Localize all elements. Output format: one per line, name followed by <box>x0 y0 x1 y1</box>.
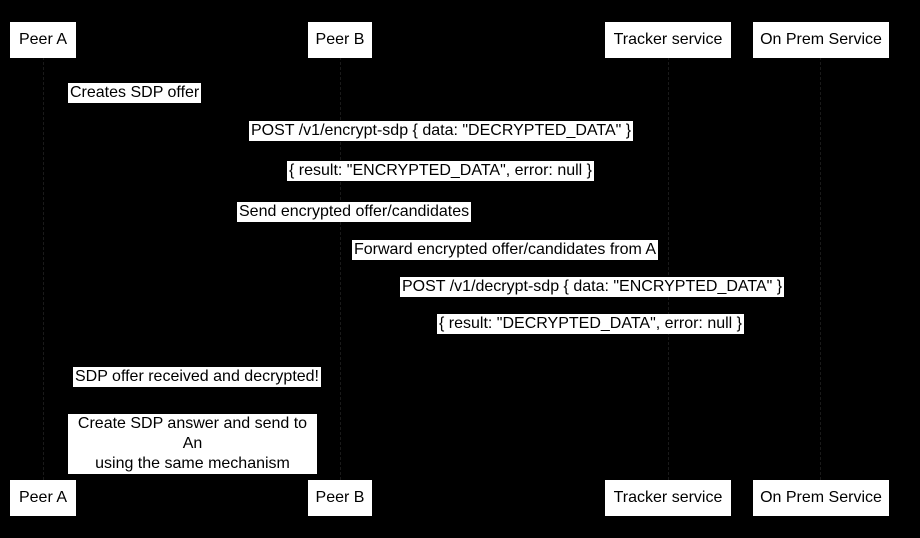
actor-label: Peer A <box>18 31 68 48</box>
message-post-decrypt-sdp: POST /v1/decrypt-sdp { data: "ENCRYPTED_… <box>400 277 785 297</box>
actor-bottom-peer-a: Peer A <box>10 480 76 516</box>
message-decrypt-result: { result: "DECRYPTED_DATA", error: null … <box>437 314 745 334</box>
actor-top-tracker-service: Tracker service <box>605 22 731 58</box>
actor-top-peer-a: Peer A <box>10 22 76 58</box>
actor-label: Tracker service <box>613 31 723 48</box>
actor-bottom-tracker-service: Tracker service <box>605 480 731 516</box>
lifeline-peer-a <box>43 57 44 480</box>
message-encrypt-result: { result: "ENCRYPTED_DATA", error: null … <box>287 161 595 181</box>
message-post-encrypt-sdp: POST /v1/encrypt-sdp { data: "DECRYPTED_… <box>249 121 634 141</box>
actor-label: Peer B <box>315 489 365 506</box>
lifeline-tracker-service <box>668 57 669 480</box>
lifeline-peer-b <box>340 57 341 480</box>
message-creates-sdp-offer: Creates SDP offer <box>68 83 202 103</box>
note-create-sdp-answer: Create SDP answer and send to An using t… <box>68 414 317 474</box>
note-line-2: using the same mechanism <box>95 455 290 472</box>
actor-top-on-prem-service: On Prem Service <box>753 22 889 58</box>
message-send-encrypted-offer: Send encrypted offer/candidates <box>237 202 472 222</box>
actor-label: Peer B <box>315 31 365 48</box>
note-line-1: Create SDP answer and send to An <box>77 415 308 452</box>
actor-label: On Prem Service <box>760 31 882 48</box>
lifeline-on-prem-service <box>820 57 821 480</box>
message-forward-encrypted-offer: Forward encrypted offer/candidates from … <box>352 240 659 260</box>
message-sdp-offer-received: SDP offer received and decrypted! <box>73 367 321 387</box>
actor-label: Tracker service <box>613 489 723 506</box>
actor-label: Peer A <box>18 489 68 506</box>
actor-label: On Prem Service <box>760 489 882 506</box>
actor-bottom-peer-b: Peer B <box>308 480 372 516</box>
actor-top-peer-b: Peer B <box>308 22 372 58</box>
actor-bottom-on-prem-service: On Prem Service <box>753 480 889 516</box>
